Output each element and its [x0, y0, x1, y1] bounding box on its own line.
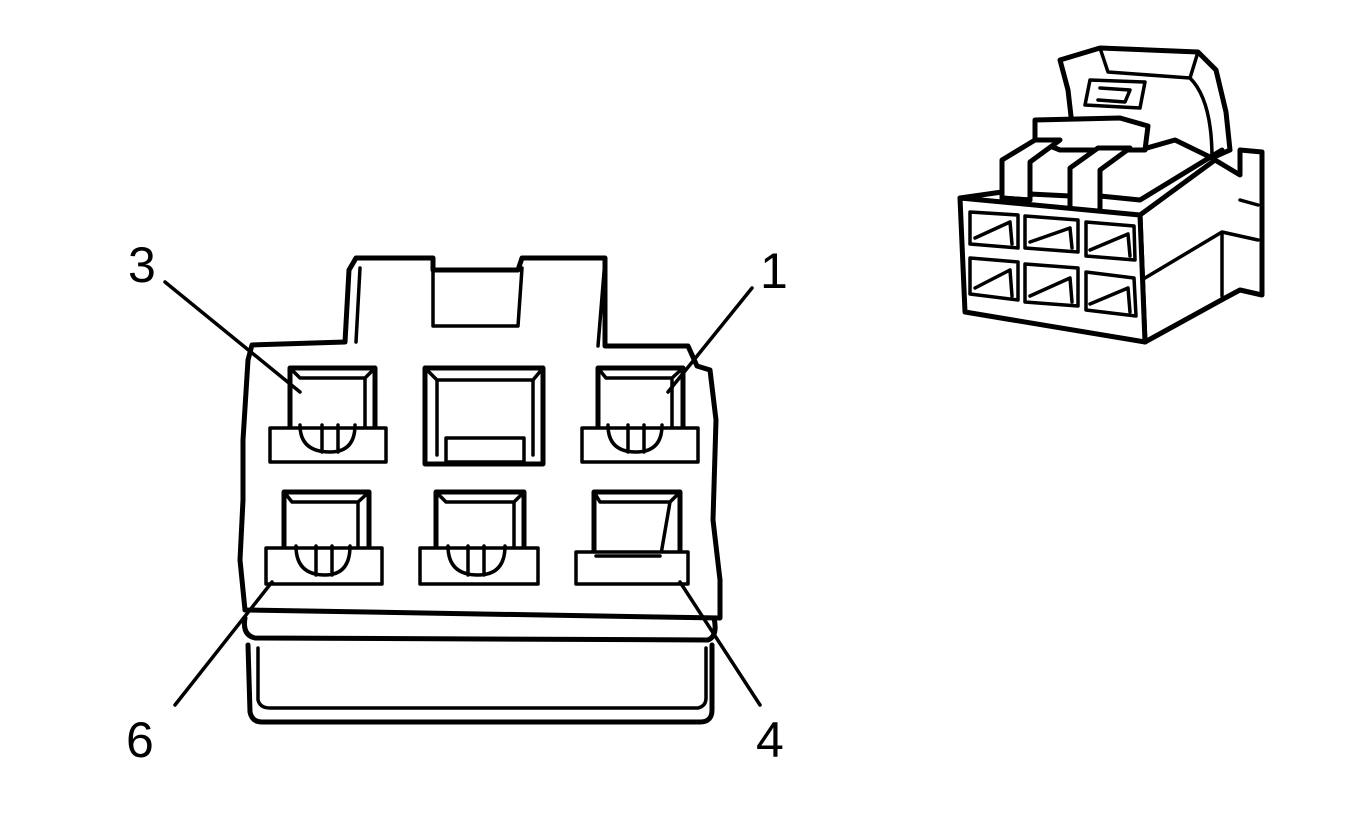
iso-rib-left: [999, 137, 1063, 203]
connector-lip: [242, 615, 718, 643]
pin-label-3: 3: [128, 237, 156, 293]
connector-body-inner-edge: [354, 258, 607, 348]
cavity-pin-4: [574, 489, 690, 586]
connector-body-outline: [237, 255, 723, 621]
leader-pin-3: [163, 280, 302, 394]
connector-latch-tab: [245, 642, 715, 725]
cavity-bottom-middle: [418, 489, 540, 586]
iso-housing-top: [957, 147, 1225, 215]
leader-pin-4: [678, 580, 762, 707]
connector-face-view: 3 1 6 4: [126, 237, 788, 768]
connector-latch-tab-inner: [256, 646, 708, 710]
leader-pin-1: [666, 286, 754, 394]
leader-pin-6: [173, 580, 274, 707]
pin-label-1: 1: [760, 243, 788, 299]
pin-label-6: 6: [126, 712, 154, 768]
pin-label-4: 4: [756, 712, 784, 768]
cavity-pin-1: [580, 365, 700, 464]
connector-isometric-view: [957, 45, 1265, 345]
cavity-pin-6: [264, 489, 384, 586]
cavity-empty: [422, 365, 546, 467]
cavity-pin-3: [268, 365, 388, 464]
